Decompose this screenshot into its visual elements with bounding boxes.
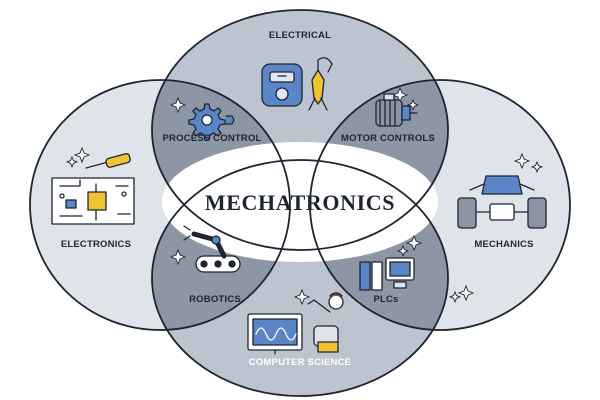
plc-terminal-icon [359,257,415,291]
motor-icon [375,93,418,127]
gear-icon [188,103,235,141]
meter-and-pliers-icon [261,57,333,111]
center-region [162,142,438,262]
programmer-at-monitor-icon [247,292,344,355]
car-chassis-icon [457,175,547,229]
robot-arm-icon [183,225,241,273]
center-title: MECHATRONICS [205,190,395,215]
circuit-board-screwdriver-icon [51,153,135,225]
computer-science-label: COMPUTER SCIENCE [249,357,351,368]
motor-controls-label: MOTOR CONTROLS [341,133,435,144]
process-control-label: PROCESS CONTROL [162,133,261,144]
sparkle-icons [65,86,544,306]
robotics-label: ROBOTICS [189,294,241,305]
mechanics-label: MECHANICS [474,239,533,250]
electronics-label: ELECTRONICS [61,239,131,250]
plcs-label: PLCs [373,294,398,305]
electrical-label: ELECTRICAL [269,30,331,41]
